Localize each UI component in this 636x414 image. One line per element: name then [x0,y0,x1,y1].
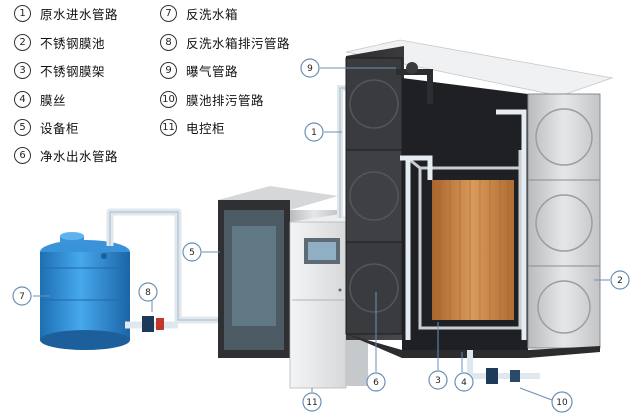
legend-number: 2 [14,33,31,51]
legend-number: 8 [160,33,177,51]
callout-11: 11 [302,392,322,412]
legend-label: 膜丝 [40,92,67,108]
legend-item-6: 6 净水出水管路 [14,145,118,165]
callout-lines [33,67,610,401]
svg-text:2: 2 [617,276,623,286]
legend-number: 9 [160,61,177,79]
legend-label: 原水进水管路 [40,6,119,22]
svg-text:5: 5 [189,248,195,258]
legend-item-5: 5 设备柜 [14,117,79,137]
svg-text:4: 4 [461,378,467,388]
legend-number: 5 [14,118,31,136]
svg-text:1: 1 [311,128,317,138]
membrane-rack [409,150,522,330]
legend-number: 3 [14,61,31,79]
callout-3: 3 [428,370,448,390]
legend-item-2: 2 不锈钢膜池 [14,32,105,52]
legend-item-10: 10 膜池排污管路 [160,89,264,109]
backwash-tank [40,232,130,350]
legend-item-9: 9 曝气管路 [160,60,238,80]
legend-label: 不锈钢膜架 [40,63,106,79]
legend-item-8: 8 反洗水箱排污管路 [160,32,290,52]
legend: 1 原水进水管路 2 不锈钢膜池 3 不锈钢膜架 4 膜丝 5 设备柜 6 净水… [0,0,636,170]
legend-label: 反洗水箱 [186,6,239,22]
callout-5: 5 [182,242,202,262]
callout-4: 4 [454,372,474,392]
legend-label: 不锈钢膜池 [40,35,106,51]
svg-text:9: 9 [307,64,313,74]
legend-label: 反洗水箱排污管路 [186,35,291,51]
legend-label: 净水出水管路 [40,148,119,164]
callout-8: 8 [138,282,158,302]
legend-item-3: 3 不锈钢膜架 [14,60,105,80]
tank-valve [142,316,164,332]
legend-label: 电控柜 [186,120,226,136]
legend-item-7: 7 反洗水箱 [160,3,238,23]
aeration-pipe [396,62,433,104]
svg-text:8: 8 [145,288,151,298]
legend-item-1: 1 原水进水管路 [14,3,118,23]
callout-2: 2 [610,270,630,290]
svg-text:3: 3 [435,376,441,386]
legend-number: 10 [160,90,177,108]
legend-label: 膜池排污管路 [186,92,265,108]
svg-text:11: 11 [306,398,317,408]
callout-9: 9 [300,58,320,78]
legend-number: 11 [160,118,177,136]
svg-text:6: 6 [373,378,379,388]
legend-label: 曝气管路 [186,63,239,79]
svg-text:10: 10 [556,398,568,408]
legend-number: 6 [14,146,31,164]
svg-text:7: 7 [19,292,25,302]
legend-label: 设备柜 [40,120,80,136]
callout-7: 7 [12,286,32,306]
legend-number: 1 [14,4,31,22]
legend-number: 7 [160,4,177,22]
callout-6: 6 [366,372,386,392]
legend-item-11: 11 电控柜 [160,117,225,137]
membrane-fibers [432,180,514,320]
inner-pipes [400,109,527,340]
legend-item-4: 4 膜丝 [14,89,66,109]
callout-1: 1 [304,122,324,142]
legend-number: 4 [14,90,31,108]
callout-10: 10 [551,391,573,413]
